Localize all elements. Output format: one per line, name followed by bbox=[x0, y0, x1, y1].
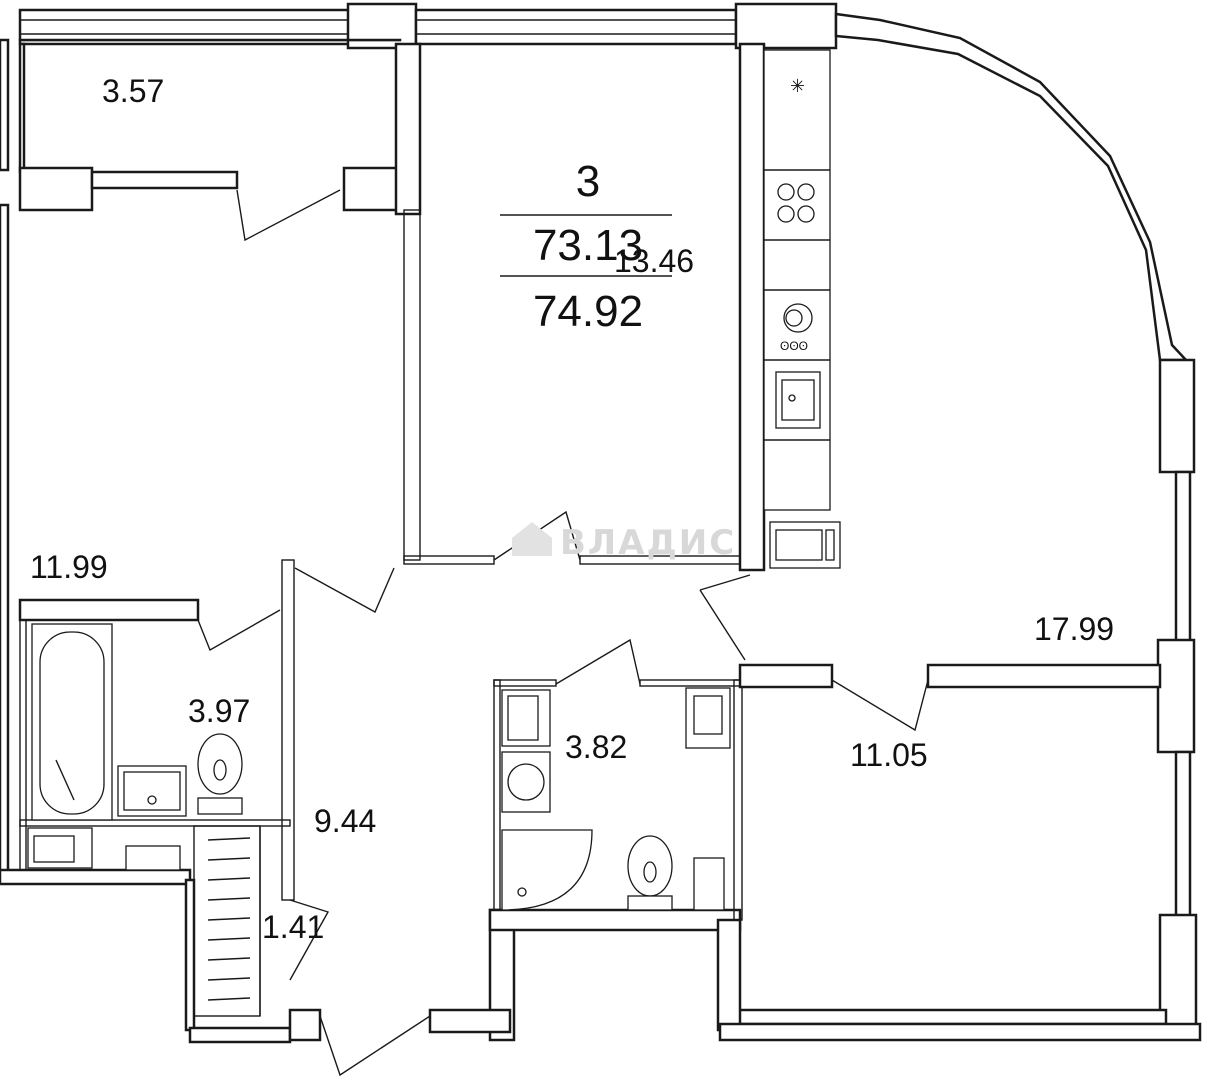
bedroom-right-area: 11.05 bbox=[850, 737, 928, 773]
extractor-icon: ✳ bbox=[790, 76, 805, 96]
watermark-text: ВЛАДИС bbox=[560, 523, 736, 563]
dishwasher-icon: ʘʘʘ bbox=[780, 303, 813, 353]
bathroom-fixtures bbox=[27, 623, 243, 871]
bedroom-left-area: 11.99 bbox=[30, 549, 108, 585]
wc-sink-icon bbox=[501, 689, 551, 747]
fridge-icon bbox=[769, 521, 841, 569]
boiler-icon bbox=[685, 687, 731, 911]
kitchen-fixtures: ✳ ʘʘʘ bbox=[763, 49, 841, 569]
closet-area: 1.41 bbox=[262, 909, 324, 945]
kitchen-sink-icon bbox=[775, 371, 821, 429]
balcony-area: 3.57 bbox=[102, 73, 164, 109]
hall-area: 9.44 bbox=[314, 803, 376, 839]
washing-machine-icon bbox=[501, 751, 551, 813]
washer-box-icon bbox=[27, 827, 181, 871]
watermark: ВЛАДИС bbox=[512, 522, 736, 563]
living-area: 73.13 bbox=[533, 221, 643, 270]
rooms-count: 3 bbox=[576, 157, 600, 206]
closet-shelves bbox=[207, 837, 251, 1001]
wc-area: 3.82 bbox=[565, 729, 627, 765]
bedroom-middle-area: 13.46 bbox=[614, 243, 694, 279]
wc-fixtures bbox=[501, 687, 731, 911]
room-labels: 3.57 11.99 13.46 17.99 3.97 9.44 3.82 11… bbox=[30, 73, 1114, 945]
bathroom-toilet-icon bbox=[197, 733, 243, 815]
svg-text:ʘʘʘ: ʘʘʘ bbox=[780, 339, 808, 353]
bathroom-area: 3.97 bbox=[188, 693, 250, 729]
wc-toilet-icon bbox=[627, 835, 673, 911]
apartment-summary: 3 73.13 74.92 bbox=[500, 157, 672, 336]
total-area: 74.92 bbox=[533, 287, 643, 336]
cooktop-icon bbox=[777, 183, 815, 223]
shower-icon bbox=[501, 829, 593, 911]
bathtub-icon bbox=[31, 623, 113, 821]
exterior-walls bbox=[0, 2, 1202, 1044]
interior-walls bbox=[18, 42, 1162, 1017]
kitchen-living-area: 17.99 bbox=[1034, 611, 1114, 647]
bathroom-sink-icon bbox=[117, 765, 187, 817]
